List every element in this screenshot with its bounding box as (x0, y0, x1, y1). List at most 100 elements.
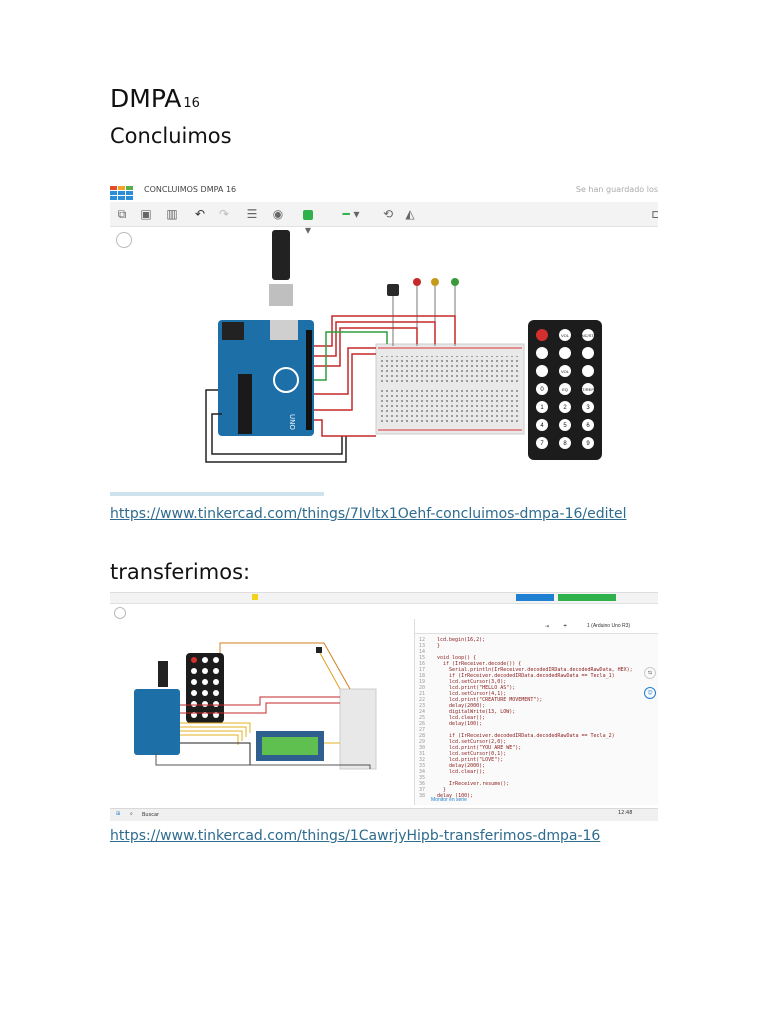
remote-digit-8: 8 (563, 441, 567, 447)
line-number: 29 (419, 739, 426, 745)
line-number: 30 (419, 745, 426, 751)
usb-cable-2 (158, 661, 168, 687)
rotate-icon[interactable]: ⟲ (382, 207, 394, 221)
remote-digit-6: 6 (586, 423, 590, 429)
title-text: DMPA (110, 84, 182, 113)
side-tool-icon[interactable]: ⇆ (644, 667, 656, 679)
line-number: 31 (419, 751, 426, 757)
taskbar-search-icon: ⌕ (130, 811, 133, 817)
arduino-uno-label: UNO (288, 414, 296, 430)
code-line: if (IrReceiver.decode()) { (437, 661, 522, 667)
line-number: 23 (419, 703, 426, 709)
undo-icon[interactable]: ↶ (194, 207, 206, 221)
code-editor-toolbar: ⇥ ☂ 1 (Arduino Uno R3) (415, 619, 658, 634)
digital-header (306, 330, 312, 430)
start-simulation-button[interactable] (558, 594, 616, 601)
code-button[interactable] (516, 594, 554, 601)
remote-power-button (536, 329, 548, 341)
code-line: IrReceiver.resume(); (437, 781, 510, 787)
remote-label-vol-down: VOL (561, 369, 570, 374)
line-number: 16 (419, 661, 426, 667)
section-heading-concluimos: Concluimos (110, 124, 232, 148)
line-number: 15 (419, 655, 426, 661)
code-line: } (437, 787, 447, 793)
power-jack (222, 322, 244, 340)
link-transferimos[interactable]: https://www.tinkercad.com/things/1Cawrjy… (110, 828, 601, 844)
line-number: 37 (419, 787, 426, 793)
line-number: 20 (419, 685, 426, 691)
usb-port (270, 320, 298, 340)
upload-icon[interactable]: ⇥ (545, 622, 550, 630)
redo-icon[interactable]: ↷ (218, 207, 230, 221)
sticky-note-icon[interactable] (252, 594, 258, 600)
taskbar-clock: 12:48 (618, 810, 633, 816)
paste-icon[interactable]: ▣ (140, 207, 152, 221)
code-panel-icon[interactable]: ⊏ (650, 207, 658, 221)
remote-digit-1: 1 (540, 405, 544, 411)
remote-digit-4: 4 (540, 423, 544, 429)
inspector-icon[interactable]: ◉ (272, 207, 284, 221)
windows-start-icon[interactable]: ⊞ (116, 811, 121, 817)
circuit-canvas: UNO (205, 230, 602, 463)
chat-icon[interactable]: ☺ (644, 687, 656, 699)
atmega-chip (238, 374, 252, 434)
remote-digit-5: 5 (563, 423, 567, 429)
lcd-screen (262, 737, 318, 755)
line-number: 38 (419, 793, 426, 799)
code-line: Serial.println(IrReceiver.decodedIRData.… (437, 667, 633, 673)
code-line: lcd.print("CREATURE MOVEMENT"); (437, 697, 543, 703)
tinkercad-screenshot-transferimos: ⇥ ☂ 1 (Arduino Uno R3) 12 lcd.begin(16,2)… (110, 592, 658, 821)
section-heading-transferimos: transferimos: (110, 560, 251, 584)
wire-style-button[interactable]: ━ ▾ (342, 207, 360, 221)
board-select[interactable]: 1 (Arduino Uno R3) (587, 623, 631, 629)
line-number: 35 (419, 775, 426, 781)
code-line: lcd.print("HELLO AS"); (437, 685, 516, 691)
code-line: if (IrReceiver.decodedIRData.decodedRawD… (437, 733, 615, 739)
link-concluimos[interactable]: https://www.tinkercad.com/things/7Ivltx1… (110, 506, 627, 522)
line-number: 32 (419, 757, 426, 763)
delete-icon[interactable]: ▥ (166, 207, 178, 221)
line-number: 13 (419, 643, 426, 649)
line-number: 34 (419, 769, 426, 775)
code-line: lcd.begin(16,2); (437, 637, 486, 643)
color-picker-button[interactable]: ▾ (300, 206, 316, 237)
code-line: delay(100); (437, 721, 483, 727)
code-line: delay(2000); (437, 763, 486, 769)
breadboard-2 (339, 688, 377, 770)
line-number: 25 (419, 715, 426, 721)
remote-label-func: FUNC/STOP (576, 333, 599, 338)
line-number: 12 (419, 637, 426, 643)
usb-cable (272, 230, 290, 280)
remote-label-strept: ST/REPT (580, 387, 597, 392)
line-number: 24 (419, 709, 426, 715)
notes-icon[interactable]: ☰ (246, 207, 258, 221)
line-number: 26 (419, 721, 426, 727)
canvas-scrollbar[interactable] (110, 492, 324, 496)
remote-digit-2: 2 (563, 405, 567, 411)
remote-digit-7: 7 (540, 441, 544, 447)
zoom-fit-icon-2[interactable] (114, 607, 126, 619)
debug-icon[interactable]: ☂ (563, 622, 568, 630)
ir-receiver (387, 284, 399, 296)
taskbar-search[interactable]: Buscar (142, 812, 160, 818)
code-line: lcd.setCursor(4,1); (437, 691, 507, 697)
code-line: lcd.clear(); (437, 769, 486, 775)
code-line: lcd.setCursor(3,0); (437, 679, 507, 685)
line-number: 21 (419, 691, 426, 697)
tinkercad-logo (110, 186, 134, 201)
line-number: 22 (419, 697, 426, 703)
copy-icon[interactable]: ⧉ (117, 207, 127, 221)
remote-label-eq: EQ (562, 387, 568, 392)
ir-receiver-2 (316, 647, 322, 653)
code-line: if (IrReceiver.decodedIRData.decodedRawD… (437, 673, 615, 679)
flip-icon[interactable]: ◭ (405, 207, 415, 221)
line-number: 28 (419, 733, 426, 739)
code-editor-panel[interactable]: ⇥ ☂ 1 (Arduino Uno R3) 12 lcd.begin(16,2)… (414, 619, 658, 805)
editor-toolbar-2 (110, 593, 658, 604)
usb-connector (269, 284, 293, 306)
code-line: void loop() { (437, 655, 477, 661)
line-number: 27 (419, 727, 426, 733)
zoom-fit-icon[interactable] (116, 232, 132, 248)
serial-monitor-tab[interactable]: Monitor en serie (431, 797, 467, 803)
